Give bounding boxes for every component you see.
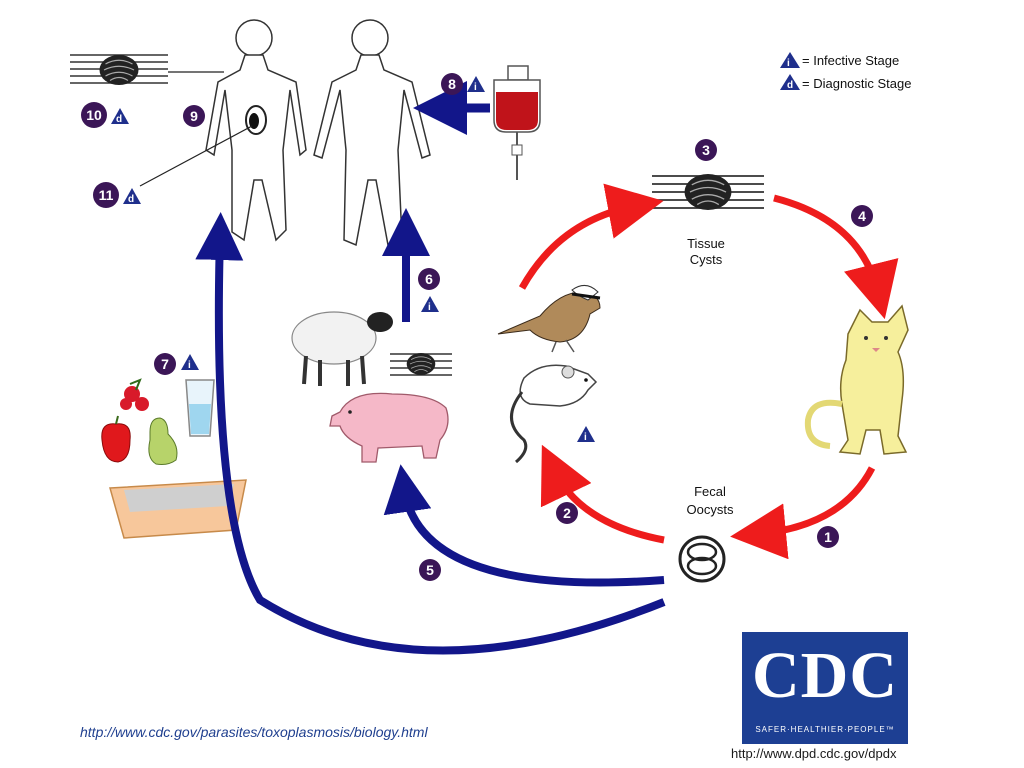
mouse-icon [510, 364, 598, 464]
step-3-badge: 3 [695, 139, 717, 161]
legend: i = Infective Stage d = Diagnostic Stage [780, 52, 911, 91]
svg-text:3: 3 [702, 142, 710, 158]
fruit-icon [101, 378, 178, 465]
diagnostic-stage-legend: = Diagnostic Stage [802, 76, 911, 91]
infective-stage-legend-icon: i [780, 52, 800, 69]
svg-text:5: 5 [426, 562, 434, 578]
water-glass-icon [185, 379, 215, 437]
svg-text:i: i [474, 82, 477, 93]
step-10-badge: 10 [81, 102, 107, 128]
stage-diagnostic-10-icon: d [111, 108, 129, 125]
arrow-cat-to-oocyst [730, 466, 876, 560]
svg-text:8: 8 [448, 76, 456, 92]
svg-text:i: i [584, 432, 587, 443]
fetus-pointer-line [139, 125, 253, 187]
arrow-oocyst-to-human [195, 212, 666, 655]
tissue-cyst-human-icon [70, 54, 224, 86]
fecal-oocysts-label-1: Fecal [694, 484, 726, 499]
infective-stage-legend: = Infective Stage [802, 53, 899, 68]
step-4-badge: 4 [851, 205, 873, 227]
svg-text:2: 2 [563, 505, 571, 521]
svg-text:4: 4 [858, 208, 866, 224]
dpdx-link[interactable]: http://www.dpd.cdc.gov/dpdx [731, 746, 897, 761]
fecal-oocyst-icon [678, 535, 726, 583]
tissue-cyst-icon [652, 173, 764, 211]
fecal-oocysts-label-2: Oocysts [687, 502, 734, 517]
step-7-badge: 7 [154, 353, 176, 375]
tissue-cysts-label-2: Cysts [690, 252, 723, 267]
svg-text:7: 7 [161, 356, 169, 372]
svg-text:6: 6 [425, 271, 433, 287]
svg-text:i: i [787, 58, 790, 69]
stage-diagnostic-11-icon: d [123, 188, 141, 205]
pig-icon [329, 392, 449, 463]
step-5-badge: 5 [419, 559, 441, 581]
tissue-cyst-meat-icon [390, 352, 452, 376]
step-1-badge: 1 [817, 526, 839, 548]
cdc-logo-text: CDC [752, 639, 898, 712]
step-11-badge: 11 [93, 182, 119, 208]
stage-infective-6-icon: i [421, 296, 439, 313]
stage-infective-7-icon: i [181, 354, 199, 371]
step-8-badge: 8 [441, 73, 463, 95]
tissue-cysts-label-1: Tissue [687, 236, 725, 251]
svg-text:i: i [188, 360, 191, 371]
cat-icon [804, 304, 909, 455]
arrow-animals-to-tissue-cyst [518, 183, 664, 290]
svg-text:i: i [428, 302, 431, 313]
human-figure-left-icon [205, 19, 307, 242]
bird-icon [497, 285, 601, 353]
svg-text:d: d [116, 114, 122, 125]
svg-text:9: 9 [190, 108, 198, 124]
svg-text:11: 11 [99, 187, 114, 203]
arrow-oocyst-to-mouse [540, 444, 665, 544]
sheep-icon [291, 311, 393, 386]
cdc-tagline: SAFER·HEALTHIER·PEOPLE™ [755, 725, 895, 734]
blood-bag-icon [493, 65, 541, 180]
svg-text:d: d [128, 194, 134, 205]
fetus-icon [245, 105, 267, 135]
step-2-badge: 2 [556, 502, 578, 524]
svg-text:10: 10 [86, 107, 102, 123]
cdc-logo: CDC SAFER·HEALTHIER·PEOPLE™ [742, 632, 908, 744]
step-9-badge: 9 [183, 105, 205, 127]
svg-text:1: 1 [824, 529, 832, 545]
litter-box-icon [109, 479, 247, 539]
arrow-oocyst-to-livestock [383, 464, 665, 587]
stage-infective-mouse-icon: i [577, 426, 595, 443]
svg-text:d: d [787, 80, 793, 91]
step-6-badge: 6 [418, 268, 440, 290]
arrow-tissue-cyst-to-cat [773, 194, 899, 320]
source-link[interactable]: http://www.cdc.gov/parasites/toxoplasmos… [80, 724, 428, 740]
diagnostic-stage-legend-icon: d [780, 74, 800, 91]
human-figure-right-icon [313, 19, 431, 247]
stage-infective-8-icon: i [467, 76, 485, 93]
